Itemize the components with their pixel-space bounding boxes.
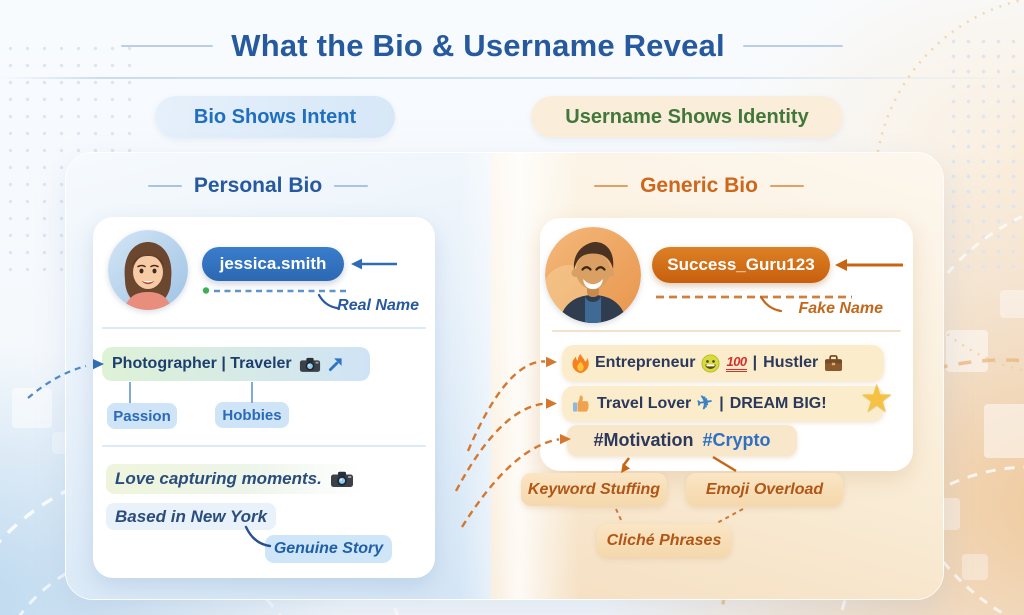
real-name-label: Real Name	[337, 297, 419, 314]
woman-avatar-illustration	[108, 230, 188, 310]
row1-text-b: Hustler	[763, 354, 819, 371]
username-pill-generic: Success_Guru123	[652, 247, 830, 283]
row2-separator: |	[719, 394, 724, 412]
card-divider	[552, 330, 901, 332]
row2-text-a: Travel Lover	[597, 394, 692, 412]
heading-dash	[769, 184, 804, 188]
dot-grid-right	[946, 34, 1024, 272]
heading-generic-bio-row: Generic Bio	[570, 174, 828, 198]
airplane-icon: ✈	[695, 391, 715, 416]
heading-personal-bio-row: Personal Bio	[140, 174, 376, 198]
callout-genuine-story: Genuine Story	[265, 535, 392, 563]
hundred-icon: 100	[726, 355, 747, 372]
callout-keyword-stuffing: Keyword Stuffing	[521, 473, 667, 506]
card-divider	[102, 445, 426, 447]
row1-text-a: Entrepreneur	[595, 354, 696, 371]
thumbs-up-icon	[572, 394, 591, 413]
row2-text-b: DREAM BIG!	[729, 394, 827, 412]
generic-row-2: Travel Lover ✈ | DREAM BIG! ★	[562, 382, 892, 421]
fake-name-label: Fake Name	[798, 300, 884, 317]
decor-square	[962, 554, 988, 580]
decor-square	[984, 404, 1024, 458]
badge-username-shows-identity: Username Shows Identity	[531, 96, 843, 138]
personal-bio-card: jessica.smith Real Name Photographer | T…	[93, 217, 435, 578]
heading-dash	[334, 184, 369, 188]
bio-line-1-text: Love capturing moments.	[115, 469, 322, 488]
bio-line-2-text: Based in New York	[115, 506, 268, 526]
title-dash-left	[121, 44, 214, 48]
page-title: What the Bio & Username Reveal	[231, 28, 725, 63]
generic-row-1: Entrepreneur 100 | Hustler	[562, 345, 884, 381]
generic-bio-card: Success_Guru123 Fake Name Entrepreneur 1…	[540, 218, 913, 471]
hashtag-motivation: #Motivation	[593, 430, 694, 450]
man-avatar-illustration	[545, 227, 641, 323]
camera-icon	[299, 356, 321, 373]
heading-dash	[147, 184, 182, 188]
generic-row-3: #Motivation #Crypto	[567, 425, 797, 456]
heading-dash	[594, 184, 629, 188]
callout-cliche-phrases: Cliché Phrases	[597, 524, 731, 557]
avatar-woman	[108, 230, 188, 310]
bio-line-1: Love capturing moments.	[106, 464, 363, 494]
callout-emoji-overload: Emoji Overload	[686, 473, 843, 506]
briefcase-icon	[824, 354, 843, 372]
ne-arrow-icon	[328, 357, 343, 372]
decor-square	[946, 330, 988, 372]
username-pill-personal: jessica.smith	[202, 247, 344, 281]
tag-passion: Passion	[107, 403, 177, 429]
heading-generic-bio: Generic Bio	[640, 174, 758, 197]
avatar-man	[545, 227, 641, 323]
tag-hobbies: Hobbies	[215, 402, 289, 428]
bio-line-2: Based in New York	[106, 503, 277, 530]
camera-icon	[330, 470, 354, 488]
grin-icon	[701, 353, 720, 373]
title-dash-right	[742, 44, 843, 48]
card-divider	[102, 327, 426, 329]
decor-square	[12, 388, 52, 428]
role-line-text: Photographer | Traveler	[112, 355, 292, 372]
badge-bio-shows-intent: Bio Shows Intent	[155, 96, 395, 138]
heading-personal-bio: Personal Bio	[193, 174, 323, 197]
decor-square	[1000, 290, 1024, 318]
row1-separator: |	[752, 354, 758, 371]
title-divider	[0, 77, 1024, 79]
role-line-pill: Photographer | Traveler	[102, 347, 370, 381]
fire-icon	[572, 353, 589, 374]
title-row: What the Bio & Username Reveal	[0, 28, 994, 64]
hashtag-crypto: #Crypto	[702, 430, 771, 450]
star-icon: ★	[861, 380, 892, 418]
